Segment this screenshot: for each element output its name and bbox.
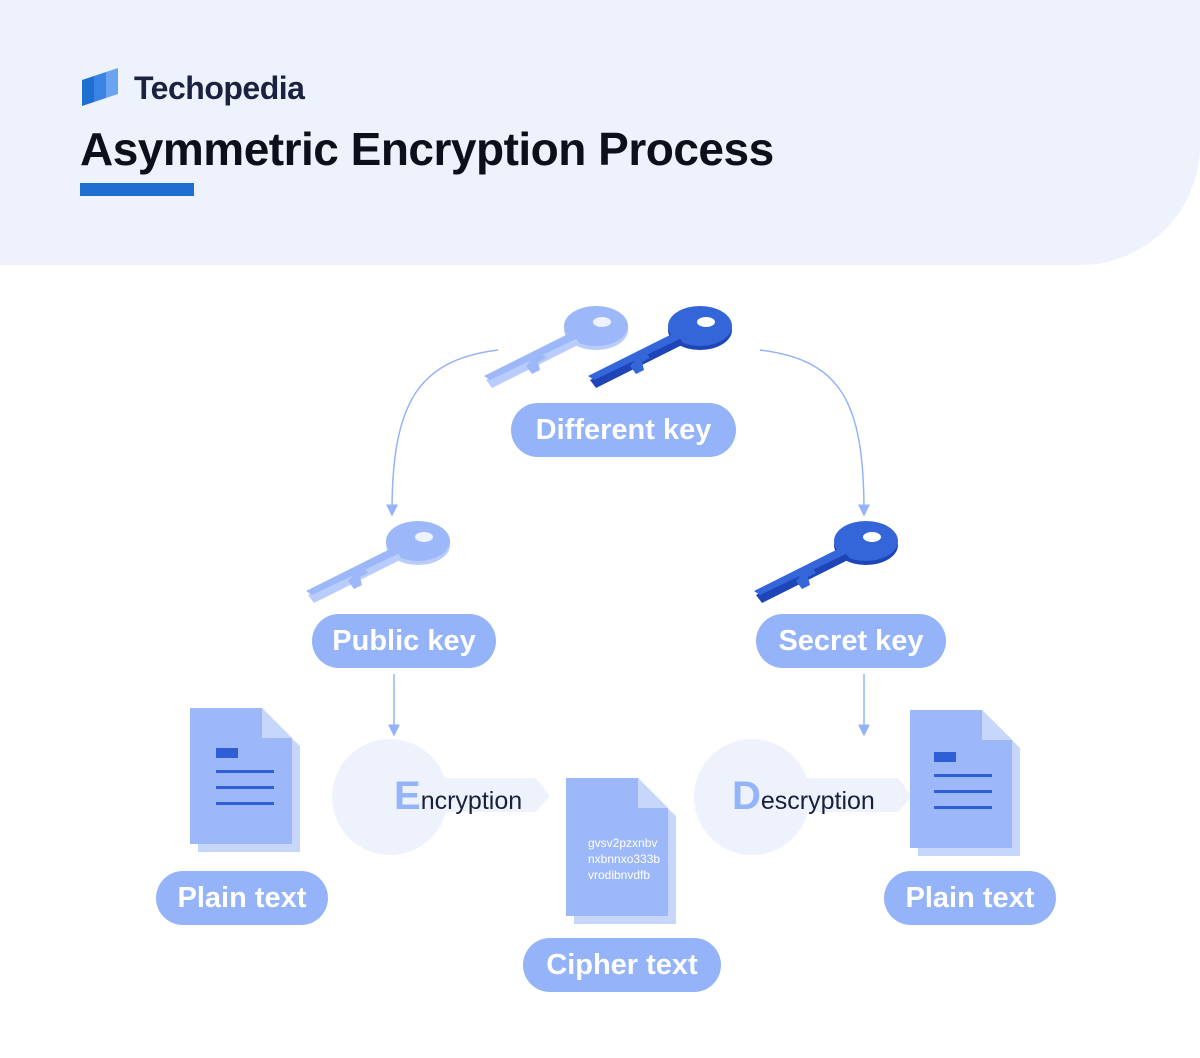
key-icon <box>306 521 450 603</box>
cipher-line: vrodibnvdfb <box>588 868 651 882</box>
secret-key-pill: Secret key <box>756 614 946 668</box>
brand: Techopedia <box>80 68 305 108</box>
encryption-band <box>390 778 550 812</box>
document-icon <box>910 710 1020 856</box>
arrow-icon <box>386 349 499 517</box>
plain-text-left-pill: Plain text <box>156 871 328 925</box>
document-icon <box>566 778 676 924</box>
techopedia-logo-icon <box>82 68 118 106</box>
cipher-line: gvsv2pzxnbv <box>588 836 658 850</box>
different-key-pill: Different key <box>511 403 736 457</box>
cipher-line: nxbnnxo333b <box>588 852 661 866</box>
title-underline <box>80 183 194 196</box>
decryption-rest: escryption <box>760 787 875 815</box>
brand-name: Techopedia <box>134 69 305 106</box>
header-background <box>0 0 1200 265</box>
cipher-text-content: gvsv2pzxnbv nxbnnxo333b vrodibnvdfb <box>588 835 668 883</box>
key-icon <box>754 521 898 603</box>
decryption-band <box>752 778 912 812</box>
encryption-rest: ncryption <box>420 787 523 815</box>
document-icon <box>190 708 300 852</box>
cipher-text-pill: Cipher text <box>523 938 721 992</box>
public-key-pill: Public key <box>312 614 496 668</box>
page-title: Asymmetric Encryption Process <box>80 123 774 175</box>
plain-text-right-pill: Plain text <box>884 871 1056 925</box>
encryption-initial: E <box>394 774 421 818</box>
arrow-icon <box>759 349 870 517</box>
decryption-initial: D <box>732 774 761 818</box>
